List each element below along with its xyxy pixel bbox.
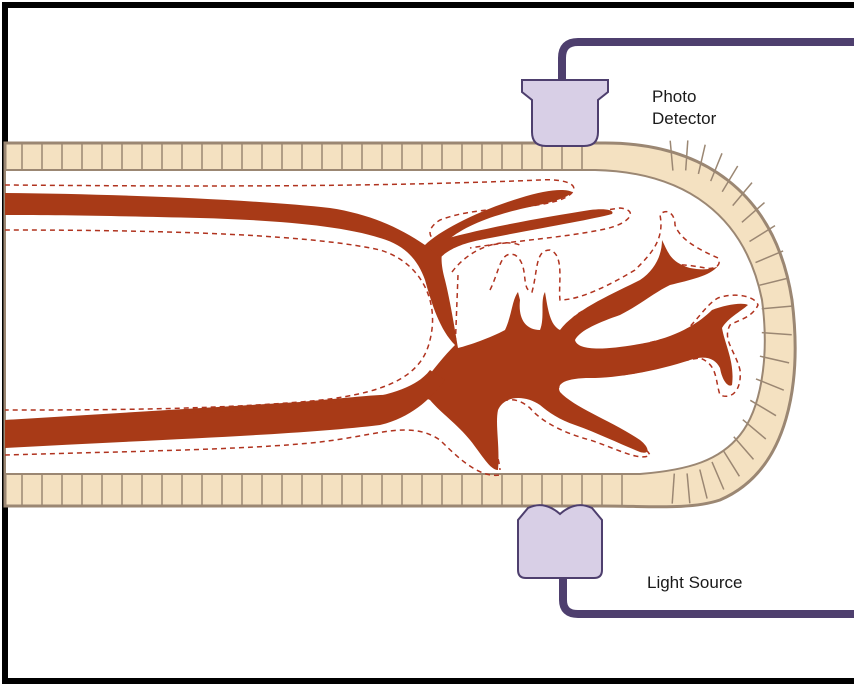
- light-source-label: Light Source: [647, 572, 742, 594]
- photo-detector-label-line2: Detector: [652, 108, 716, 130]
- photo-detector-label: Photo Detector: [652, 86, 716, 130]
- detector-wire: [562, 42, 854, 80]
- light-source-icon: [518, 505, 602, 578]
- photo-detector-icon: [522, 80, 608, 146]
- photo-detector-label-line1: Photo: [652, 86, 716, 108]
